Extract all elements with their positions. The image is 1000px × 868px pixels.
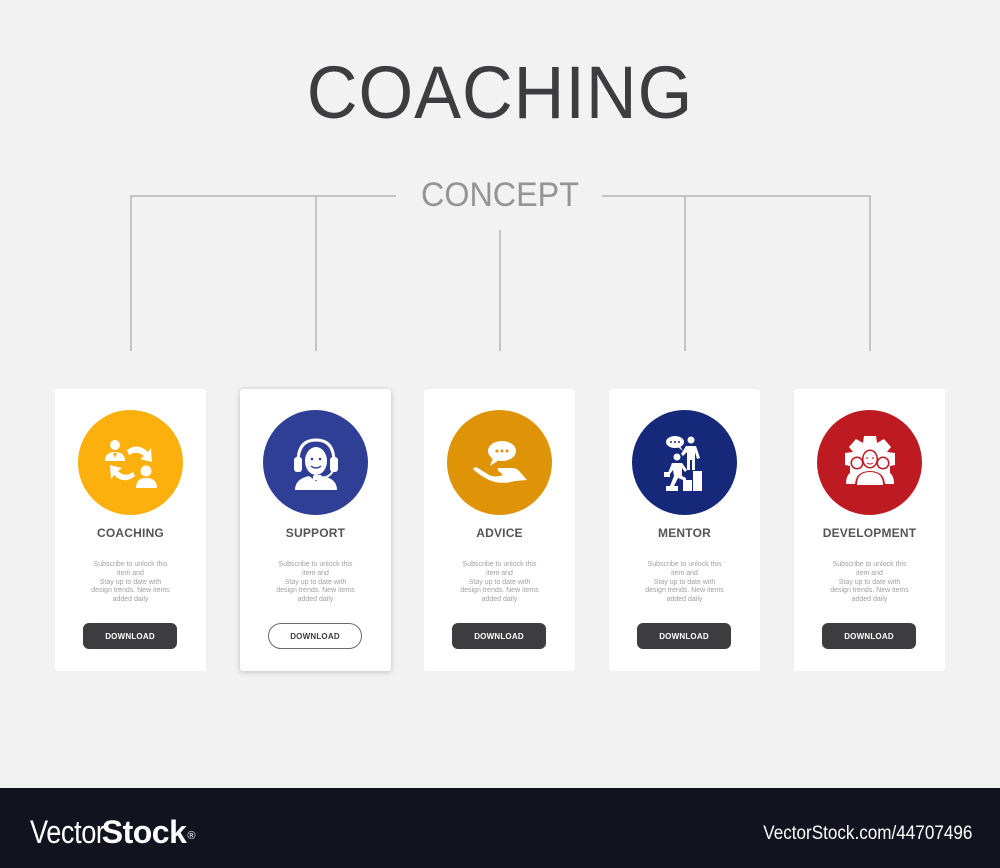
desc-line: added daily (297, 596, 334, 604)
card-title: ADVICE (476, 526, 523, 540)
logo-bold-text: Stock (101, 814, 187, 850)
coaching-exchange-icon (104, 439, 157, 488)
desc-line: added daily (666, 596, 703, 604)
desc-line: Subscribe to unlock this (647, 561, 722, 568)
icon-circle-advice (447, 410, 552, 515)
connector-horizontal-left (130, 195, 396, 197)
connector-horizontal-right (602, 195, 871, 197)
mentor-steps-icon (663, 435, 702, 491)
desc-line: Subscribe to unlock this (462, 561, 537, 568)
card-title: COACHING (97, 526, 164, 540)
card-title: SUPPORT (285, 526, 346, 540)
desc-line: Stay up to date with (99, 578, 162, 586)
card-description: Subscribe to unlock this item and Stay u… (804, 561, 935, 605)
card-description: Subscribe to unlock this item and Stay u… (619, 561, 750, 605)
desc-line: Subscribe to unlock this (278, 561, 353, 568)
desc-line: design trends. New items (91, 587, 170, 595)
card-advice: ADVICE Subscribe to unlock this item and… (424, 389, 575, 671)
desc-line: added daily (112, 596, 149, 604)
team-gear-icon (844, 435, 895, 486)
registered-mark: ® (187, 830, 195, 842)
card-description: Subscribe to unlock this item and Stay u… (250, 561, 381, 605)
desc-line: design trends. New items (460, 587, 539, 595)
card-title: DEVELOPMENT (822, 526, 917, 540)
card-description: Subscribe to unlock this item and Stay u… (65, 561, 196, 605)
logo-light-text: Vector (30, 814, 105, 850)
icon-circle-development (817, 410, 922, 515)
main-title: COACHING (306, 51, 694, 134)
connector-vertical-5 (869, 195, 871, 351)
connector-vertical-4 (684, 195, 686, 351)
download-button-development[interactable]: DOWNLOAD (822, 623, 916, 649)
connector-vertical-2 (315, 195, 317, 351)
connector-vertical-1 (130, 195, 132, 351)
desc-line: Stay up to date with (284, 578, 347, 586)
desc-line: item and (671, 569, 698, 577)
card-title: MENTOR (658, 526, 711, 540)
desc-line: item and (117, 569, 144, 577)
desc-line: added daily (481, 596, 518, 604)
download-button-advice[interactable]: DOWNLOAD (452, 623, 546, 649)
vectorstock-logo[interactable]: VectorStock® (30, 814, 195, 850)
icon-circle-support (263, 410, 368, 515)
desc-line: added daily (851, 596, 888, 604)
card-development: DEVELOPMENT Subscribe to unlock this ite… (794, 389, 945, 671)
desc-line: Subscribe to unlock this (93, 561, 168, 568)
desc-line: item and (856, 569, 883, 577)
desc-line: design trends. New items (830, 587, 909, 595)
footer-url[interactable]: VectorStock.com/44707496 (762, 823, 972, 844)
card-mentor: MENTOR Subscribe to unlock this item and… (609, 389, 760, 671)
desc-line: Stay up to date with (838, 578, 901, 586)
hand-speech-bubble-icon (472, 440, 527, 483)
download-button-mentor[interactable]: DOWNLOAD (637, 623, 731, 649)
headset-support-icon (293, 437, 338, 490)
footer-bar: VectorStock® VectorStock.com/44707496 (0, 788, 1000, 868)
card-description: Subscribe to unlock this item and Stay u… (434, 561, 565, 605)
desc-line: design trends. New items (645, 587, 724, 595)
desc-line: Stay up to date with (468, 578, 531, 586)
icon-circle-coaching (78, 410, 183, 515)
download-button-support[interactable]: DOWNLOAD (268, 623, 362, 649)
desc-line: design trends. New items (276, 587, 355, 595)
card-coaching: COACHING Subscribe to unlock this item a… (55, 389, 206, 671)
icon-circle-mentor (632, 410, 737, 515)
download-button-coaching[interactable]: DOWNLOAD (83, 623, 177, 649)
desc-line: Subscribe to unlock this (832, 561, 907, 568)
desc-line: item and (302, 569, 329, 577)
desc-line: item and (486, 569, 513, 577)
concept-label: CONCEPT (421, 176, 579, 214)
connector-vertical-3 (499, 230, 501, 351)
desc-line: Stay up to date with (653, 578, 716, 586)
card-support: SUPPORT Subscribe to unlock this item an… (240, 389, 391, 671)
